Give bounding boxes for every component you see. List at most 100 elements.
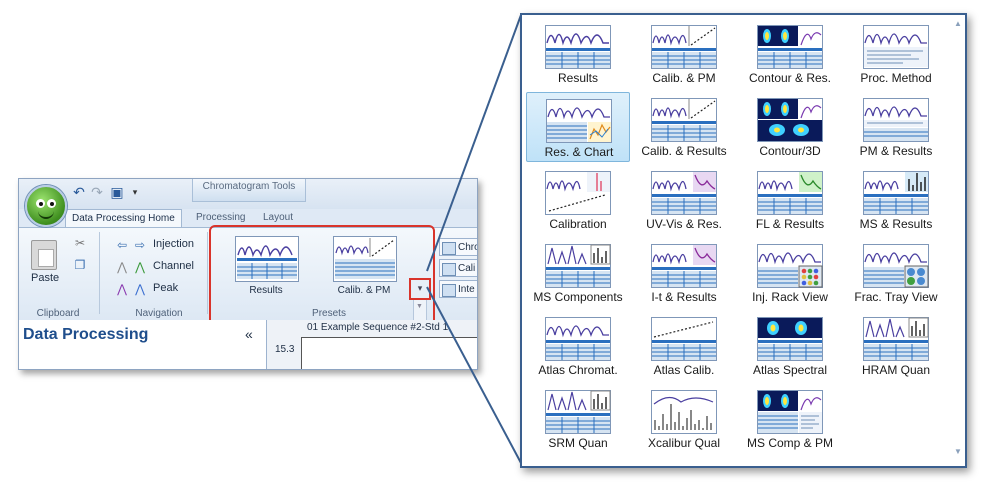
gallery-item-label: MS Comp & PM xyxy=(746,436,833,450)
pm-results-layout-icon xyxy=(863,98,929,142)
results-preset-label[interactable]: Results xyxy=(249,285,283,296)
gallery-item-label: Atlas Spectral xyxy=(752,363,828,377)
side-item-label: Inte xyxy=(458,284,475,295)
gallery-item-label: SRM Quan xyxy=(548,436,608,450)
gallery-item[interactable]: Frac. Tray View xyxy=(844,238,948,308)
gallery-item-label: Calibration xyxy=(549,217,607,231)
app-menu-button[interactable] xyxy=(25,185,67,227)
gallery-item[interactable]: Calibration xyxy=(526,165,630,235)
tab-processing[interactable]: Processing xyxy=(196,212,246,223)
calibration-icon xyxy=(442,263,456,276)
eye-icon xyxy=(47,199,56,208)
paste-button[interactable]: Paste xyxy=(31,272,60,284)
results-layout-icon xyxy=(545,25,611,69)
clipboard-group-label: Clipboard xyxy=(36,308,80,319)
channel-nav-label[interactable]: Channel xyxy=(153,260,194,272)
gallery-item[interactable]: Atlas Chromat. xyxy=(526,311,630,381)
gallery-item[interactable]: Atlas Spectral xyxy=(738,311,842,381)
proc-method-layout-icon xyxy=(863,25,929,69)
gallery-item[interactable]: HRAM Quan xyxy=(844,311,948,381)
gallery-item[interactable]: Results xyxy=(526,19,630,89)
channel-prev-icon[interactable]: ⋀ xyxy=(117,260,127,274)
srm-quan-layout-icon xyxy=(545,390,611,434)
tab-data-processing-home[interactable]: Data Processing Home xyxy=(65,209,182,228)
peak-prev-icon[interactable]: ⋀ xyxy=(117,282,127,296)
gallery-item-label: Res. & Chart xyxy=(544,145,614,159)
calib-pm-preset-label[interactable]: Calib. & PM xyxy=(337,285,391,296)
sequence-tab[interactable]: 01 Example Sequence #2-Std 1 xyxy=(307,322,449,333)
eye-icon xyxy=(36,199,45,208)
gallery-item[interactable]: SRM Quan xyxy=(526,384,630,454)
ms-comp-pm-layout-icon xyxy=(757,390,823,434)
scroll-down-icon[interactable]: ▼ xyxy=(416,303,423,310)
data-processing-pane: Data Processing « xyxy=(19,320,267,369)
gallery-scrollbar[interactable]: ▲ ▼ xyxy=(953,19,963,459)
document-area: 01 Example Sequence #2-Std 1 15.3 xyxy=(267,320,477,369)
navigation-group-label: Navigation xyxy=(135,308,183,319)
results-preset-graphic xyxy=(237,245,297,279)
contour-3d-layout-icon xyxy=(757,98,823,142)
gallery-item-label: HRAM Quan xyxy=(861,363,931,377)
presets-highlight-box xyxy=(209,225,435,326)
gallery-item[interactable]: Xcalibur Qual xyxy=(632,384,736,454)
title-bar: ↶ ↷ ▣ ▾ Chromatogram Tools xyxy=(19,179,477,209)
gallery-item[interactable]: Atlas Calib. xyxy=(632,311,736,381)
chromatogram-plot[interactable] xyxy=(301,337,477,369)
scroll-up-icon[interactable]: ▲ xyxy=(954,19,962,28)
gallery-item-label: MS Components xyxy=(533,290,623,304)
gallery-item-label: Frac. Tray View xyxy=(854,290,938,304)
gallery-item[interactable]: Res. & Chart xyxy=(526,92,630,162)
calibration-layout-icon xyxy=(545,171,611,215)
gallery-item[interactable]: Inj. Rack View xyxy=(738,238,842,308)
peak-nav-label[interactable]: Peak xyxy=(153,282,179,294)
it-results-layout-icon xyxy=(651,244,717,288)
copy-icon[interactable]: ❐ xyxy=(74,258,86,272)
layout-item-calibration[interactable]: Cali xyxy=(439,259,477,277)
cut-icon[interactable]: ✂ xyxy=(74,236,86,250)
gallery-item[interactable]: UV-Vis & Res. xyxy=(632,165,736,235)
collapse-pane-button[interactable]: « xyxy=(245,326,253,342)
gallery-item-label: Atlas Chromat. xyxy=(538,363,618,377)
gallery-item[interactable]: MS Comp & PM xyxy=(738,384,842,454)
layout-item-chromatogram[interactable]: Chro xyxy=(439,238,477,256)
gallery-item[interactable]: FL & Results xyxy=(738,165,842,235)
gallery-item[interactable]: I-t & Results xyxy=(632,238,736,308)
save-icon[interactable]: ▣ xyxy=(110,184,124,200)
paste-icon[interactable] xyxy=(31,240,57,270)
frac-tray-view-layout-icon xyxy=(863,244,929,288)
axis-value: 15.3 xyxy=(275,344,295,355)
gallery-item[interactable]: Calib. & PM xyxy=(632,19,736,89)
gallery-item[interactable]: Contour/3D xyxy=(738,92,842,162)
gallery-item[interactable]: Contour & Res. xyxy=(738,19,842,89)
calib-pm-preset-icon[interactable] xyxy=(333,236,397,282)
gallery-item[interactable]: MS & Results xyxy=(844,165,948,235)
scroll-down-icon[interactable]: ▼ xyxy=(954,447,962,456)
calib-results-layout-icon xyxy=(651,98,717,142)
redo-icon[interactable]: ↷ xyxy=(91,184,103,200)
layout-item-integration[interactable]: Inte xyxy=(439,280,477,298)
ms-results-layout-icon xyxy=(863,171,929,215)
uvvis-results-layout-icon xyxy=(651,171,717,215)
gallery-item[interactable]: PM & Results xyxy=(844,92,948,162)
undo-icon[interactable]: ↶ xyxy=(73,184,85,200)
calib-pm-preset-graphic xyxy=(335,238,395,279)
ribbon-tabs: Data Processing Home Processing Layout xyxy=(19,207,477,228)
gallery-item-label: UV-Vis & Res. xyxy=(646,217,722,231)
injection-next-icon[interactable]: ⇨ xyxy=(134,238,146,252)
results-chart-layout-icon xyxy=(546,99,612,143)
injection-prev-icon[interactable]: ⇦ xyxy=(116,238,128,252)
injection-nav-label[interactable]: Injection xyxy=(153,238,194,250)
tab-layout[interactable]: Layout xyxy=(263,212,294,223)
channel-next-icon[interactable]: ⋀ xyxy=(135,260,145,274)
peak-next-icon[interactable]: ⋀ xyxy=(135,282,145,296)
gallery-item-label: Atlas Calib. xyxy=(653,363,715,377)
gallery-item[interactable]: MS Components xyxy=(526,238,630,308)
results-preset-icon[interactable] xyxy=(235,236,299,282)
ms-components-layout-icon xyxy=(545,244,611,288)
gallery-item-label: Calib. & PM xyxy=(652,71,716,85)
gallery-item[interactable]: Calib. & Results xyxy=(632,92,736,162)
atlas-chromat-layout-icon xyxy=(545,317,611,361)
gallery-item[interactable]: Proc. Method xyxy=(844,19,948,89)
qat-customize-icon[interactable]: ▾ xyxy=(132,187,138,197)
